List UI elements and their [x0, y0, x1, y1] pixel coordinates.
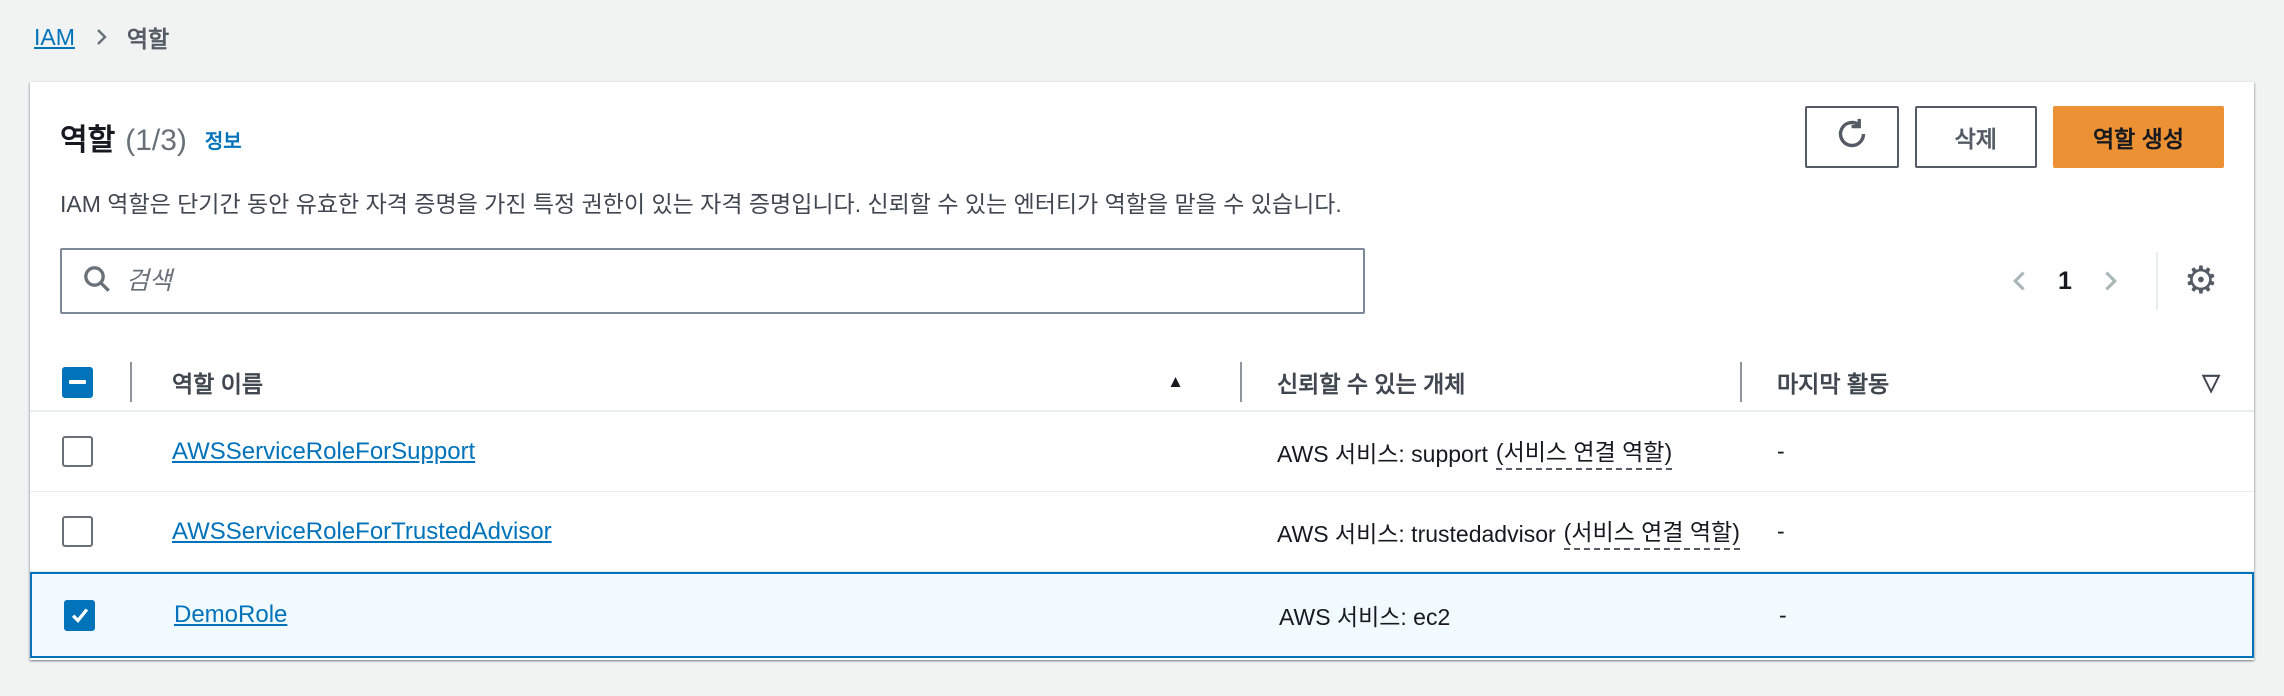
roles-table: 역할 이름 ▲ 신뢰할 수 있는 개체 마지막 활동 ▽ AWSServiceR… [30, 354, 2254, 659]
last-activity-value: - [1777, 518, 1785, 545]
breadcrumb-current: 역할 [126, 26, 170, 52]
settings-gear-icon[interactable]: ⚙ [2178, 262, 2224, 300]
roles-count: (1/3) [125, 124, 187, 157]
refresh-icon [1835, 117, 1869, 157]
column-header-role-name[interactable]: 역할 이름 ▲ [130, 354, 1240, 410]
chevron-right-icon [91, 27, 111, 47]
info-link[interactable]: 정보 [204, 131, 242, 153]
table-header: 역할 이름 ▲ 신뢰할 수 있는 개체 마지막 활동 ▽ [30, 354, 2254, 413]
row-checkbox-checked[interactable] [64, 599, 95, 631]
service-linked-role-tooltip[interactable]: (서비스 연결 역할) [1563, 513, 1740, 551]
refresh-button[interactable] [1804, 106, 1899, 168]
select-all-checkbox[interactable] [62, 366, 93, 398]
delete-button[interactable]: 삭제 [1914, 106, 2037, 168]
role-name-link[interactable]: AWSServiceRoleForSupport [172, 437, 476, 465]
search-box[interactable] [60, 248, 1365, 315]
roles-panel: 역할 (1/3) 정보 삭제 역할 생성 [30, 82, 2254, 660]
role-name-link[interactable]: DemoRole [174, 601, 288, 629]
role-name-link[interactable]: AWSServiceRoleForTrustedAdvisor [172, 517, 552, 545]
pagination: 1 ⚙ [1994, 252, 2224, 311]
service-linked-role-tooltip[interactable]: (서비스 연결 역할) [1495, 433, 1673, 471]
last-activity-value: - [1779, 601, 1787, 628]
filter-down-icon[interactable]: ▽ [2202, 368, 2220, 395]
row-checkbox[interactable] [62, 516, 93, 548]
roles-description: IAM 역할은 단기간 동안 유효한 자격 증명을 가진 특정 권한이 있는 자… [60, 191, 1342, 217]
next-page-button[interactable] [2084, 269, 2136, 293]
trusted-entity-text: AWS 서비스: support [1277, 440, 1488, 467]
last-activity-value: - [1777, 438, 1785, 465]
page-title: 역할 [60, 124, 116, 157]
checkmark-icon [71, 608, 88, 624]
current-page-number: 1 [2058, 266, 2072, 295]
toolbar-divider [2155, 252, 2158, 311]
indeterminate-dash-icon [69, 380, 86, 385]
table-row: AWSServiceRoleForTrustedAdvisor AWS 서비스:… [30, 492, 2254, 573]
previous-page-button[interactable] [1994, 269, 2046, 293]
create-role-button[interactable]: 역할 생성 [2052, 106, 2224, 168]
sort-ascending-icon[interactable]: ▲ [1167, 372, 1184, 392]
trusted-entity-text: AWS 서비스: ec2 [1279, 604, 1451, 631]
search-icon [82, 264, 112, 299]
column-header-last-activity[interactable]: 마지막 활동 ▽ [1740, 354, 2254, 410]
breadcrumb: IAM 역할 [0, 0, 2284, 58]
breadcrumb-iam-link[interactable]: IAM [34, 23, 75, 50]
column-header-trusted-entities[interactable]: 신뢰할 수 있는 개체 [1240, 354, 1740, 410]
table-row-selected: DemoRole AWS 서비스: ec2 - [30, 572, 2254, 659]
header-actions: 삭제 역할 생성 [1804, 106, 2224, 168]
row-checkbox[interactable] [62, 436, 93, 468]
search-input[interactable] [126, 266, 1343, 296]
table-row: AWSServiceRoleForSupport AWS 서비스: suppor… [30, 412, 2254, 493]
trusted-entity-text: AWS 서비스: trustedadvisor [1277, 520, 1556, 547]
